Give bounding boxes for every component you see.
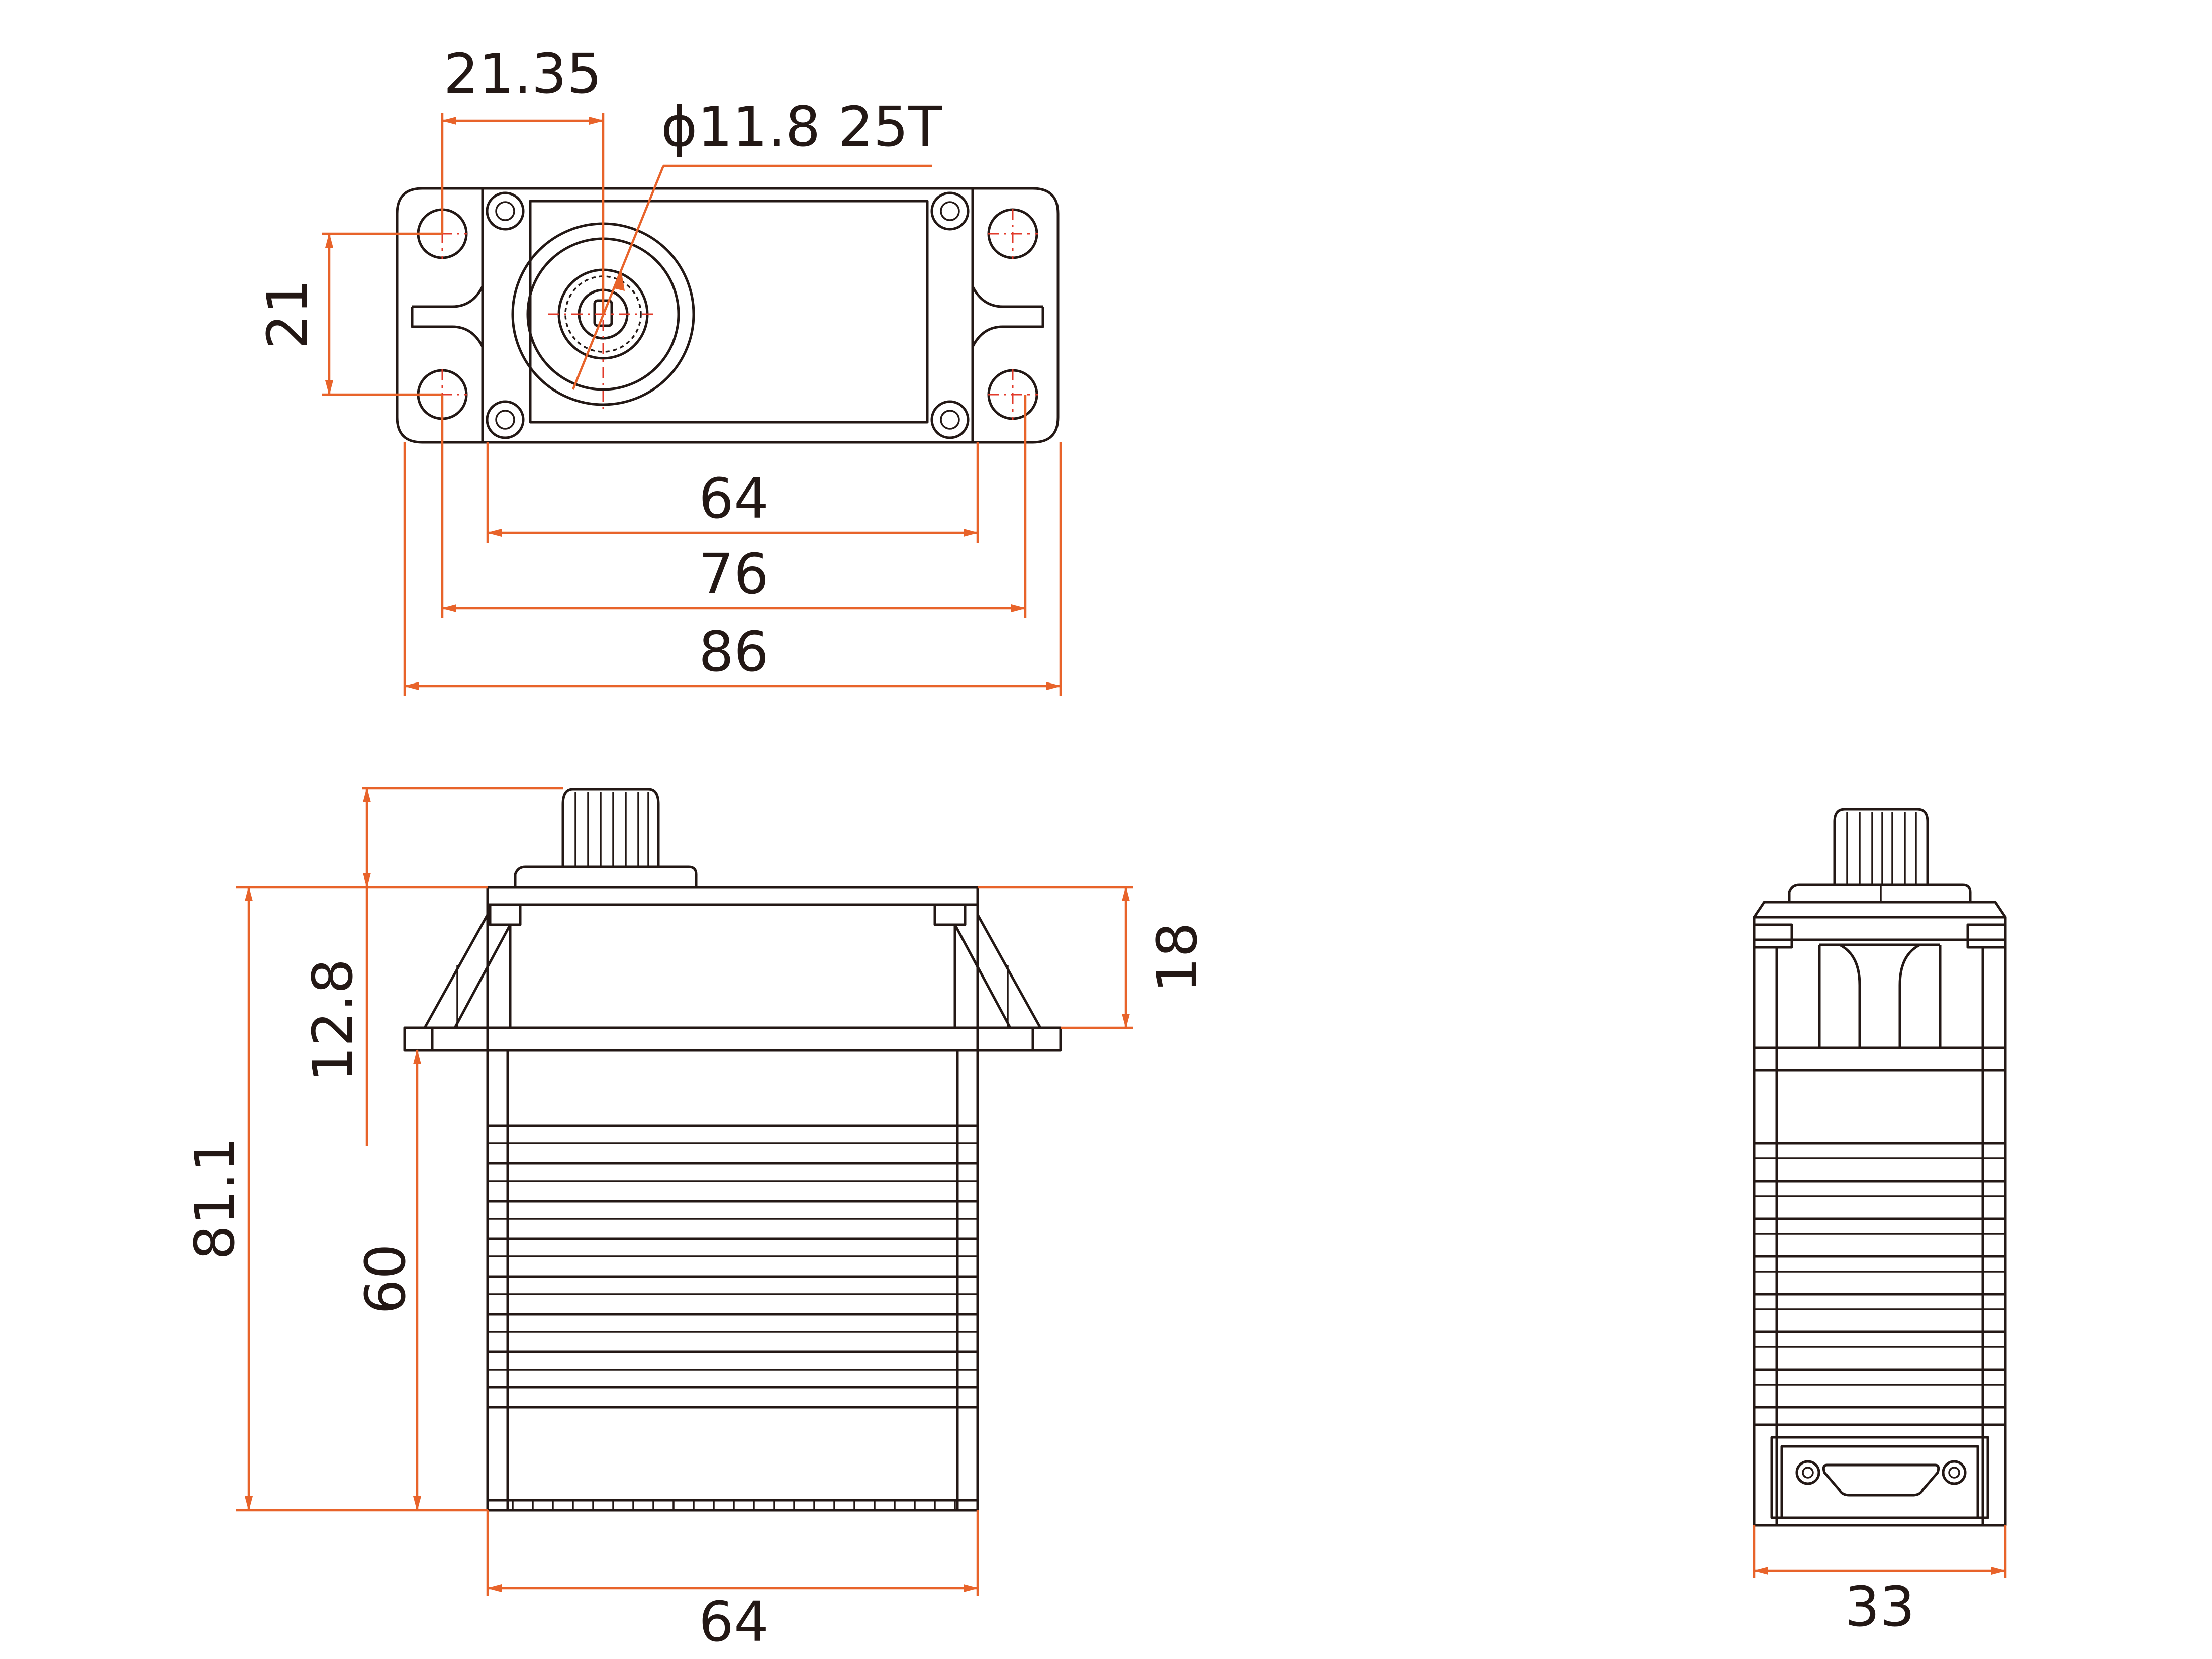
dim-overall-width: 86 (699, 620, 769, 684)
side-cooling-fins (1754, 1142, 2005, 1426)
case-screw-br (930, 400, 970, 439)
front-right-gusset (953, 914, 1042, 1029)
case-screw-bl-head (495, 410, 515, 430)
left-mounting-slot (411, 261, 484, 372)
top-view: 21.35 ϕ11.8 25T 21 64 76 86 (255, 42, 1062, 696)
top-case-inner (529, 200, 929, 424)
dim-body-width: 64 (699, 1590, 769, 1654)
dim-hole-spacing-horizontal: 76 (699, 542, 769, 606)
dim-body-height: 60 (353, 1244, 418, 1314)
spline-spec-label: ϕ11.8 25T (661, 94, 942, 159)
front-top-cap (486, 886, 979, 906)
side-output-boss (1788, 883, 1972, 902)
side-db9-connector (1822, 1463, 1940, 1497)
dim-screw-spacing: 64 (699, 466, 769, 531)
front-bottom-notches (512, 1500, 956, 1510)
side-body (1753, 938, 2007, 1527)
front-mounting-flange (403, 1026, 1062, 1052)
dim-shaft-offset: 21.35 (444, 42, 602, 106)
front-left-gusset (423, 914, 512, 1029)
front-output-boss (514, 865, 698, 887)
side-view: 33 (1753, 808, 2007, 1639)
side-bracket (1818, 943, 1942, 1048)
case-screw-tr-head (940, 201, 960, 221)
top-case-body (481, 187, 974, 444)
front-cooling-fins (488, 1124, 978, 1409)
dim-overall-height: 81.1 (182, 1137, 247, 1260)
dim-hole-spacing-vertical: 21 (255, 279, 320, 349)
front-bottom-edge (488, 1499, 978, 1512)
case-screw-bl (486, 400, 525, 439)
case-screw-tr (930, 191, 970, 231)
top-flange-outline (396, 187, 1060, 444)
case-screw-tl (486, 191, 525, 231)
case-screw-br-head (940, 410, 960, 430)
front-spline-shaft (561, 788, 660, 867)
front-view: 12.8 81.1 60 18 64 (182, 787, 1209, 1654)
dim-side-depth: 33 (1845, 1575, 1915, 1639)
connector-screw-right (1942, 1460, 1967, 1485)
side-spline-shaft (1833, 808, 1929, 885)
side-top-cap (1753, 901, 2007, 919)
dim-spline-height: 12.8 (301, 959, 365, 1082)
right-mounting-slot (971, 261, 1044, 372)
connector-screw-left (1795, 1460, 1820, 1485)
dim-flange-height: 18 (1145, 922, 1209, 993)
case-screw-tl-head (495, 201, 515, 221)
